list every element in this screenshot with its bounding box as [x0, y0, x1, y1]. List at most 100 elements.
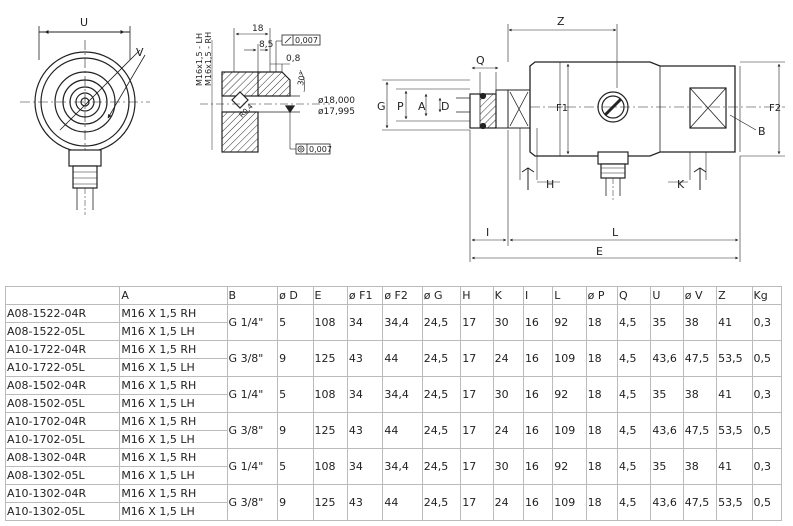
header-cell: U: [650, 286, 684, 305]
spec-cell: G 3/8": [226, 412, 279, 449]
label-l: L: [612, 226, 619, 239]
label-0-8: 0,8: [286, 54, 301, 64]
spec-cell: 16: [522, 448, 554, 485]
spec-cell: 24,5: [421, 448, 462, 485]
spec-cell: 53,5: [716, 484, 753, 521]
spec-cell: 18: [585, 412, 619, 449]
spec-cell: 35: [650, 376, 684, 413]
header-cell: B: [226, 286, 279, 305]
spec-cell: 5: [277, 304, 314, 341]
spec-cell: 34,4: [382, 376, 423, 413]
spec-cell: 17: [460, 412, 494, 449]
spec-cell: 0,3: [751, 448, 783, 485]
spec-cell: 30: [492, 448, 524, 485]
thread-cell: M16 X 1,5 LH: [119, 502, 228, 521]
spec-cell: 41: [716, 448, 753, 485]
thread-cell: M16 X 1,5 LH: [119, 466, 228, 485]
label-b: B: [758, 125, 766, 138]
spec-cell: 43,6: [650, 340, 684, 377]
tolerance-bottom: 0,007: [309, 145, 332, 154]
thread-cell: M16 X 1,5 LH: [119, 322, 228, 341]
label-d: D: [441, 100, 449, 113]
spec-cell: 43: [346, 412, 384, 449]
spec-cell: 4,5: [616, 484, 652, 521]
part-number-cell: A08-1502-05L: [4, 394, 121, 413]
header-cell: [4, 286, 121, 305]
spec-cell: 24,5: [421, 412, 462, 449]
label-k: K: [677, 178, 685, 191]
thread-cell: M16 X 1,5 LH: [119, 430, 228, 449]
spec-cell: 125: [312, 412, 348, 449]
part-number-cell: A10-1702-04R: [4, 412, 121, 431]
label-q: Q: [476, 54, 485, 67]
spec-cell: 24,5: [421, 376, 462, 413]
header-cell: ø D: [277, 286, 314, 305]
spec-cell: 53,5: [716, 412, 753, 449]
label-v: V: [136, 46, 144, 59]
spec-cell: 43,6: [650, 412, 684, 449]
spec-cell: 38: [682, 376, 718, 413]
spec-cell: 53,5: [716, 340, 753, 377]
header-cell: Q: [616, 286, 652, 305]
spec-cell: 35: [650, 448, 684, 485]
spec-cell: 92: [552, 304, 587, 341]
header-cell: Z: [716, 286, 753, 305]
spec-cell: 4,5: [616, 340, 652, 377]
spec-cell: 24: [492, 340, 524, 377]
label-p: P: [397, 100, 404, 113]
header-cell: I: [522, 286, 554, 305]
label-f1: F1: [556, 103, 568, 114]
spec-cell: 24,5: [421, 304, 462, 341]
detail-view: [200, 28, 331, 155]
header-cell: ø G: [421, 286, 462, 305]
header-cell: ø P: [585, 286, 619, 305]
part-number-cell: A10-1302-05L: [4, 502, 121, 521]
part-number-cell: A08-1302-05L: [4, 466, 121, 485]
part-number-cell: A08-1302-04R: [4, 448, 121, 467]
part-number-cell: A10-1722-05L: [4, 358, 121, 377]
spec-cell: 24: [492, 412, 524, 449]
spec-cell: 47,5: [682, 340, 718, 377]
spec-cell: 16: [522, 340, 554, 377]
spec-cell: 24,5: [421, 340, 462, 377]
part-number-cell: A10-1302-04R: [4, 484, 121, 503]
spec-cell: 92: [552, 448, 587, 485]
spec-cell: 17: [460, 340, 494, 377]
spec-cell: 0,3: [751, 376, 783, 413]
spec-cell: 41: [716, 376, 753, 413]
diameter-min: ø17,995: [318, 107, 355, 117]
spec-cell: 9: [277, 340, 314, 377]
spec-cell: 30: [492, 304, 524, 341]
spec-cell: 16: [522, 304, 554, 341]
thread-cell: M16 X 1,5 RH: [119, 448, 228, 467]
tolerance-top: 0,007: [295, 36, 318, 45]
header-cell: K: [492, 286, 524, 305]
spec-cell: 125: [312, 484, 348, 521]
spec-cell: 34,4: [382, 304, 423, 341]
spec-cell: 4,5: [616, 412, 652, 449]
spec-cell: 0,5: [751, 412, 783, 449]
spec-cell: 108: [312, 304, 348, 341]
spec-cell: 109: [552, 340, 587, 377]
label-a: A: [418, 100, 426, 113]
label-z: Z: [557, 15, 565, 28]
label-e: E: [596, 245, 603, 258]
spec-cell: 17: [460, 448, 494, 485]
header-cell: H: [460, 286, 494, 305]
spec-cell: 0,5: [751, 340, 783, 377]
spec-cell: 43: [346, 484, 384, 521]
label-18: 18: [252, 24, 264, 34]
spec-cell: 9: [277, 484, 314, 521]
part-number-cell: A10-1702-05L: [4, 430, 121, 449]
spec-cell: 34: [346, 376, 384, 413]
spec-cell: 18: [585, 448, 619, 485]
spec-cell: 4,5: [616, 304, 652, 341]
spec-cell: 92: [552, 376, 587, 413]
spec-cell: G 1/4": [226, 376, 279, 413]
